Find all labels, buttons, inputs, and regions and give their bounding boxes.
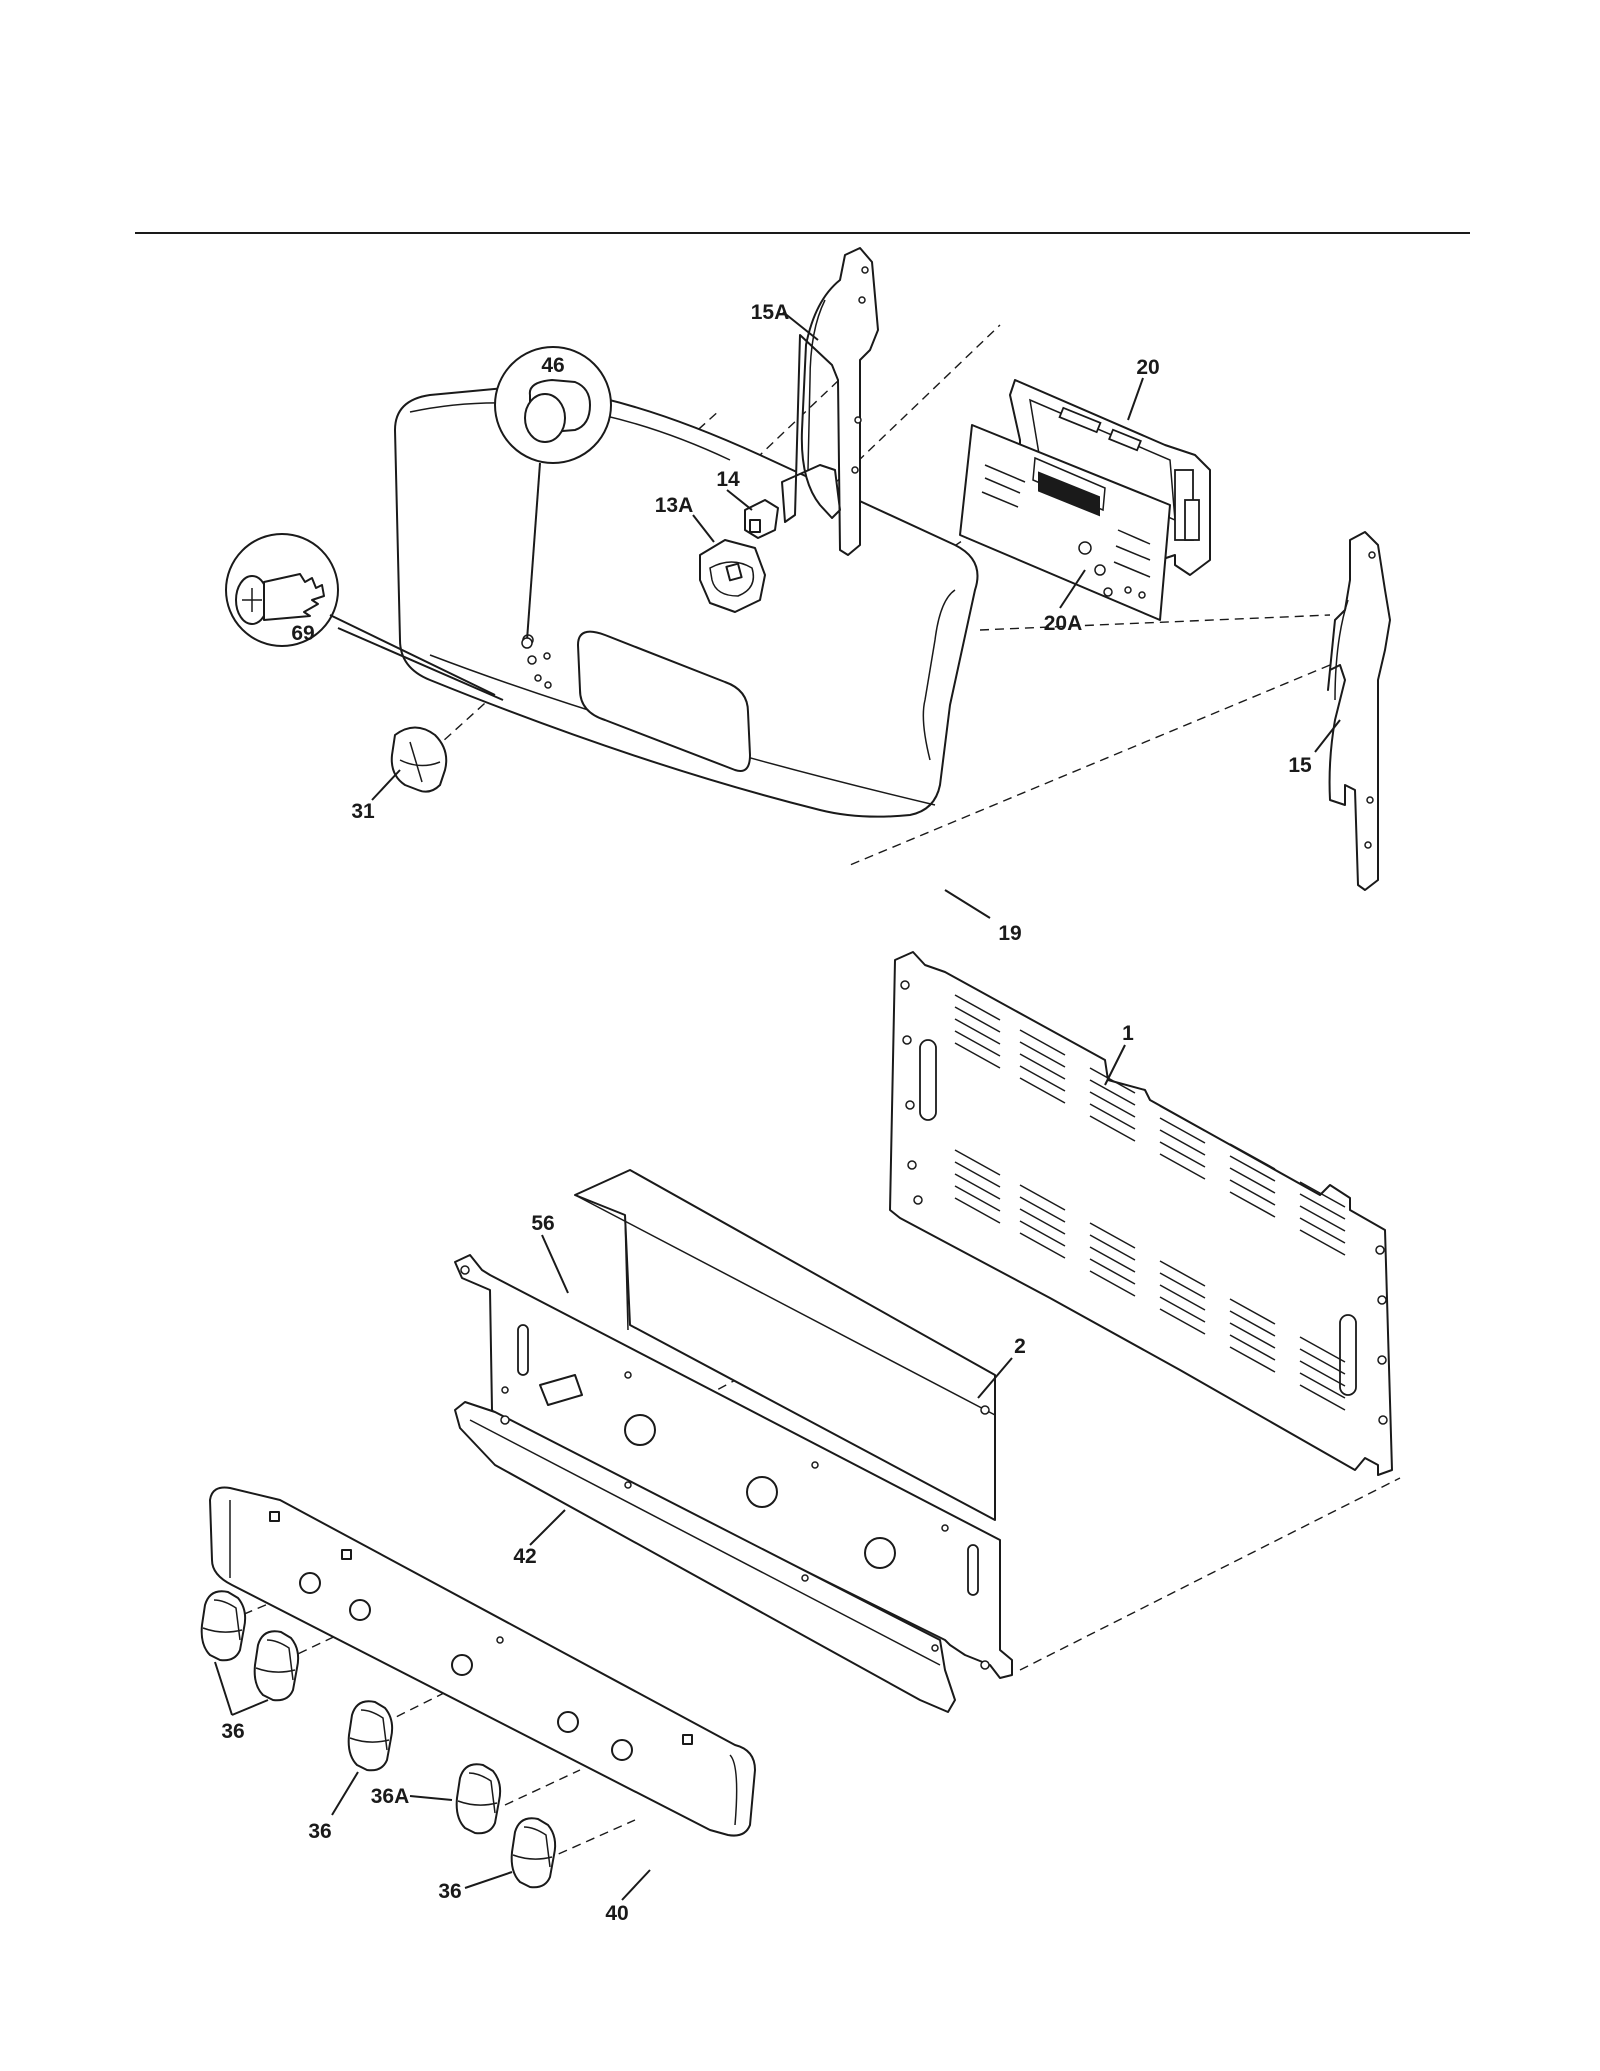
end-bracket-15 [1314,531,1391,891]
callout-15: 15 [1288,754,1312,777]
knob-36-middle [331,1700,394,1816]
callout-56: 56 [531,1212,554,1235]
plug-button-46 [494,346,612,649]
manifold-panel-56 [454,1234,1013,1679]
rear-panel-1 [889,951,1393,1476]
callout-69: 69 [291,622,314,645]
callout-46: 46 [541,354,564,377]
callout-13A: 13A [655,494,694,517]
knob-36A [409,1763,502,1835]
callout-31: 31 [351,800,375,823]
callout-1: 1 [1122,1022,1134,1045]
screw-69 [225,533,504,701]
callout-2: 2 [1014,1335,1026,1358]
callout-36-right: 36 [438,1880,461,1903]
leader-19 [944,889,991,919]
callout-14: 14 [716,468,740,491]
control-housing-40 [209,1486,756,1901]
callout-20A: 20A [1044,612,1083,635]
trim-strip-42 [454,1401,956,1713]
callout-15A: 15A [751,301,790,324]
callout-36-middle: 36 [308,1820,331,1843]
callout-36A: 36A [371,1785,410,1808]
knob-36-left-1 [200,1590,247,1662]
shield-2 [574,1169,1013,1521]
knob-31 [371,726,448,801]
callout-labels: 46 69 15A 20 14 13A 20A 15 31 19 1 56 2 … [221,301,1312,1925]
callout-40: 40 [605,1902,628,1925]
callout-36-left: 36 [221,1720,244,1743]
knob-36-right [464,1817,557,1889]
leader-36-left [214,1661,269,1716]
overlay-20A [959,424,1171,621]
control-panel-19 [394,386,979,818]
switch-13A [692,514,766,613]
callout-19: 19 [998,922,1021,945]
knob-36-left-2 [253,1630,300,1702]
callout-42: 42 [513,1545,536,1568]
callout-20: 20 [1136,356,1159,379]
end-bracket-15A [781,247,879,556]
switch-14 [726,489,779,539]
